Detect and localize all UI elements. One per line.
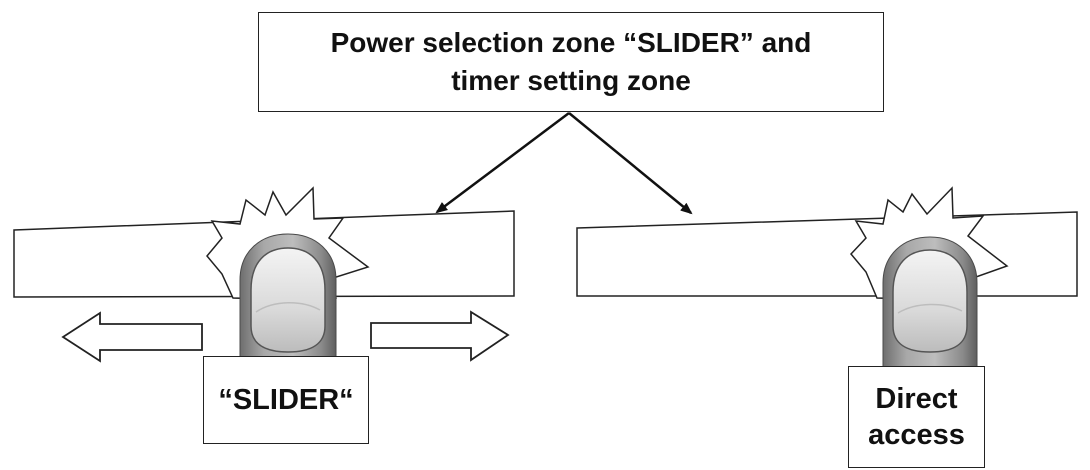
direct-access-line-1: Direct: [875, 383, 958, 415]
slider-label: “SLIDER“: [218, 383, 354, 416]
slider-label-box: “SLIDER“: [203, 356, 369, 444]
hollow-left-arrow-icon: [61, 311, 203, 363]
hollow-right-arrow-icon: [370, 310, 510, 362]
right-fingertip-icon: [882, 236, 978, 369]
direct-access-label-box: Direct access: [848, 366, 985, 468]
title-line-1: Power selection zone “SLIDER” and: [330, 27, 812, 58]
title-line-2: timer setting zone: [451, 65, 691, 96]
arrow-to-right-strip: [568, 112, 693, 215]
direct-access-line-2: access: [868, 419, 965, 451]
title-callout-box: Power selection zone “SLIDER” and timer …: [258, 12, 884, 112]
right-touch-strip: [576, 211, 1078, 297]
arrow-to-left-strip: [435, 112, 570, 214]
